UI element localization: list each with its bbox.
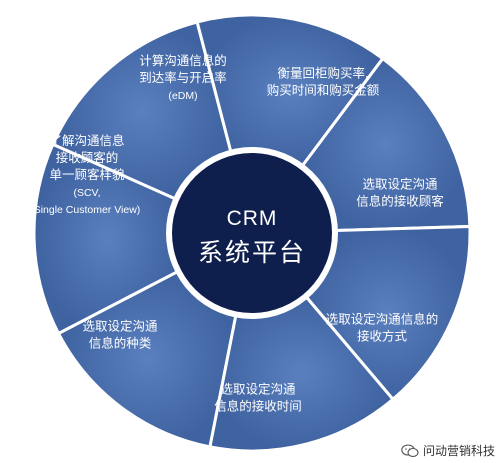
segment-label-line: 选取设定沟通信息的 [326,312,439,327]
segment-label-line: 选取设定沟通 [220,382,296,397]
center-disc [172,153,332,313]
segment-label-line: 接收顾客的 [56,150,119,165]
segment-label-line: 了解沟通信息 [49,133,124,148]
watermark: 问动营销科技 [401,442,495,459]
segment-label-line: 选取设定沟通 [82,319,158,334]
segment-label-line: 信息的接收时间 [214,399,302,414]
segment-label-line: Single Customer View) [34,204,141,216]
center-hub: CRM 系统平台 [166,147,338,319]
watermark-text: 问动营销科技 [422,444,495,458]
center-subtitle: 系统平台 [198,239,306,267]
segment-label-line: 衡量回柜购买率, [278,66,369,81]
segment-label-line: 单一顾客样貌 [49,167,125,182]
segment-label-line: (eDM) [168,90,197,102]
segment-label-line: 计算沟通信息的 [139,53,227,68]
segment-label-line: 信息的接收顾客 [356,194,444,209]
segment-label-line: 到达率与开启率 [139,70,227,85]
segment-label-line: 购买时间和购买金额 [267,83,380,98]
segment-label-line: 接收方式 [357,329,408,344]
center-title: CRM [227,207,278,230]
segment-label-line: 选取设定沟通 [362,177,438,192]
wechat-icon [401,443,419,457]
segment-label-line: (SCV, [73,187,100,199]
segment-label-line: 信息的种类 [89,336,152,351]
